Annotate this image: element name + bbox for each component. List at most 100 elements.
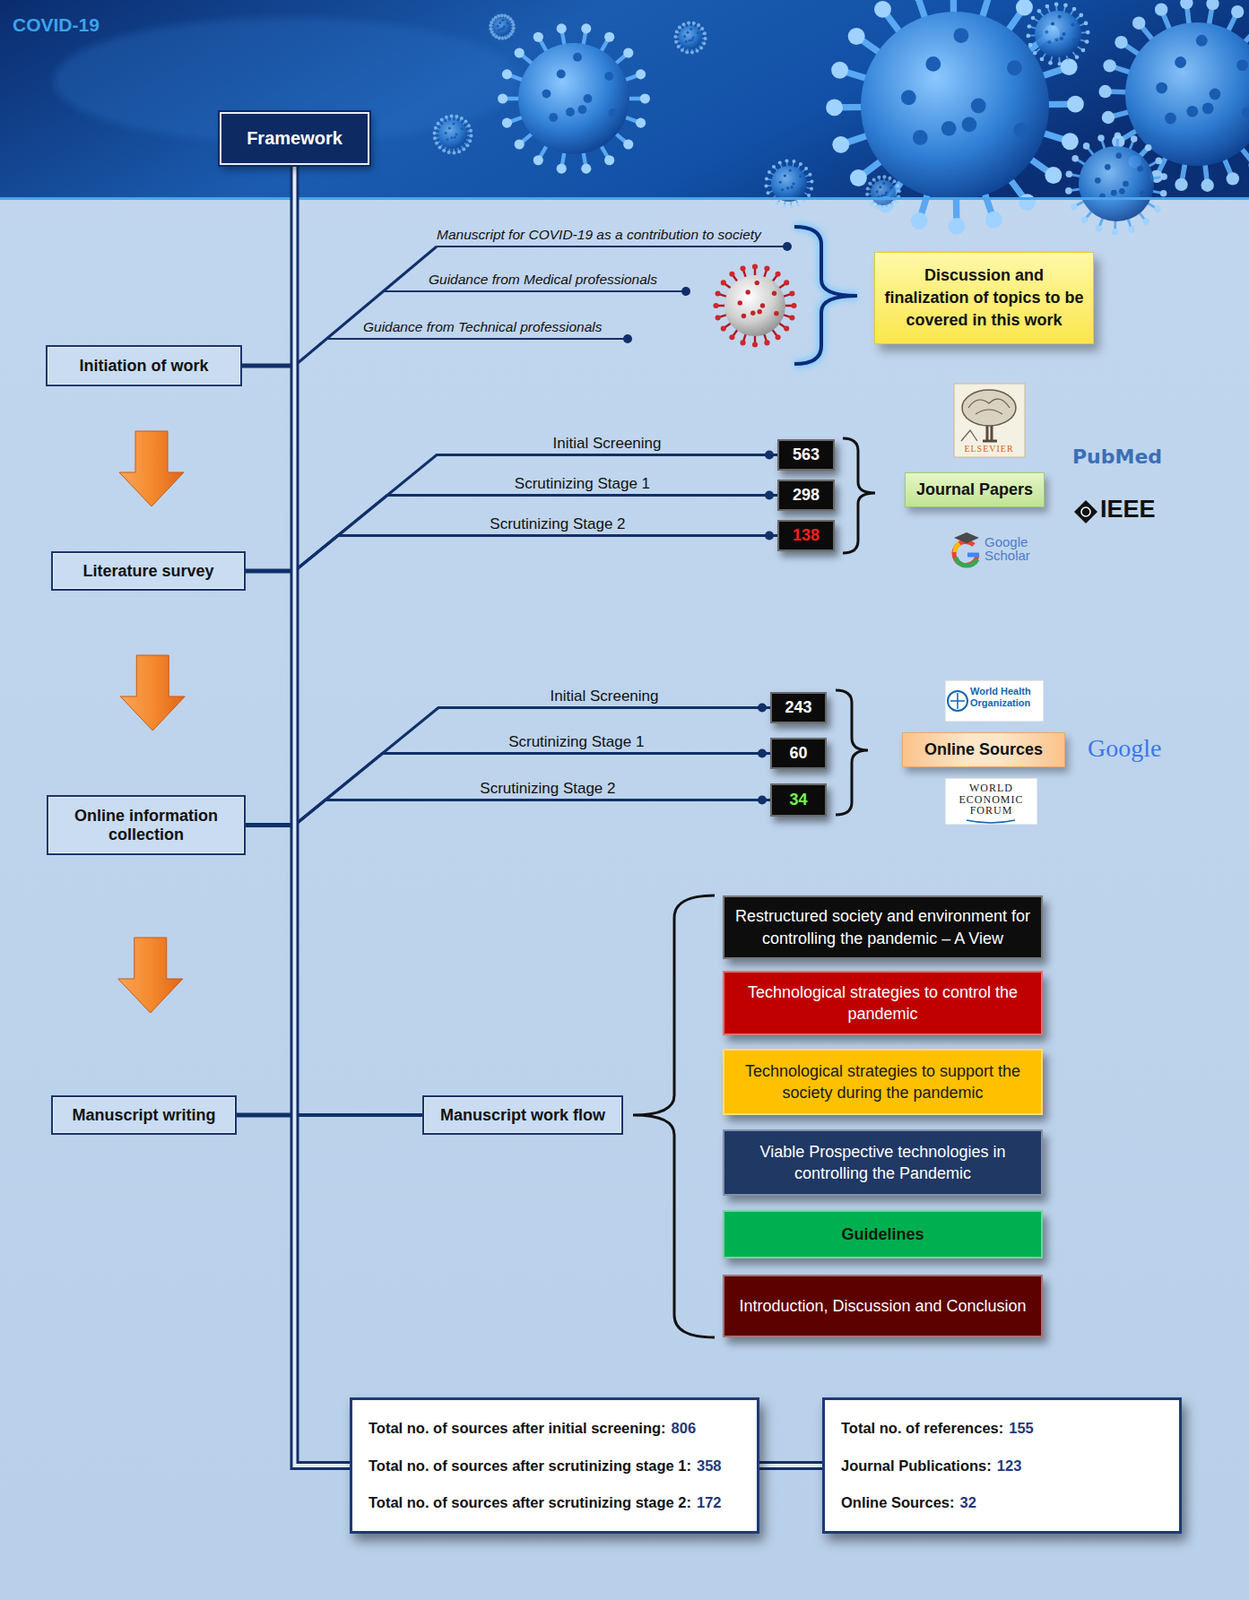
connector — [245, 703, 771, 826]
virus-spot — [446, 138, 450, 141]
virus-knob — [825, 98, 843, 116]
virus-knob — [623, 47, 634, 58]
virus-spot — [1070, 22, 1075, 27]
virus-knob — [897, 189, 902, 193]
virus-spot — [1236, 59, 1249, 71]
node-text: Technological strategies to support the … — [733, 1060, 1033, 1105]
virus-knob — [447, 150, 452, 155]
connector — [245, 491, 778, 573]
virus-knob — [752, 263, 758, 269]
virus-spot — [1054, 37, 1059, 42]
connector — [245, 531, 778, 573]
branch-dot — [757, 796, 767, 806]
virus-knob — [1066, 60, 1072, 65]
virus-body — [518, 43, 630, 155]
virus-knob — [556, 164, 567, 174]
virus-knob — [700, 26, 704, 31]
section-box: Technological strategies to control the … — [722, 971, 1043, 1036]
virus-knob — [1025, 34, 1031, 39]
virus-knob — [490, 30, 495, 35]
virus-spot — [453, 136, 457, 139]
virus-body — [771, 165, 807, 202]
virus-spot — [498, 21, 502, 25]
virus-knob — [783, 279, 790, 286]
edge-label: Initial Screening — [550, 687, 660, 706]
node-text: Initiation of work — [79, 356, 209, 376]
virus-knob — [685, 50, 689, 54]
virus-knob — [1226, 172, 1240, 185]
virus-body — [438, 120, 468, 149]
virus-knob — [1160, 190, 1168, 198]
connector — [245, 749, 771, 826]
virus-knob — [875, 205, 879, 209]
branch-note: Guidance from Technical professionals — [363, 319, 603, 336]
virus-spot — [881, 194, 885, 198]
virus-spot — [1044, 30, 1049, 35]
virus-figure — [488, 13, 515, 41]
virus-knob — [1066, 170, 1074, 178]
virus-knob — [715, 290, 721, 296]
connector — [245, 164, 295, 826]
virus-spot — [583, 94, 593, 104]
virus-knob — [1061, 132, 1079, 150]
virus-knob — [895, 183, 900, 188]
summary-label: Journal Publications: — [841, 1457, 992, 1475]
virus-knob — [872, 177, 877, 182]
virus-knob — [1065, 187, 1073, 195]
virus-knob — [907, 0, 925, 1]
virus-spot — [789, 185, 793, 189]
virus-spot — [1014, 122, 1030, 139]
virus-spot — [1110, 190, 1118, 197]
summary-row: Total no. of sources after scrutinizing … — [368, 1457, 722, 1475]
virus-body — [493, 17, 512, 36]
virus-knob — [728, 334, 735, 340]
virus-knob — [1153, 205, 1162, 213]
virus-knob — [433, 136, 437, 140]
virus-spot — [572, 52, 582, 62]
branch-line — [382, 290, 686, 293]
summary-label: Total no. of sources after scrutinizing … — [368, 1494, 692, 1512]
virus-knob — [894, 199, 899, 204]
virus-spot — [971, 98, 987, 114]
block-arrow — [118, 937, 183, 1014]
virus-spot — [771, 291, 777, 296]
virus-spot — [461, 137, 465, 140]
logo-text: World Health Organization — [970, 685, 1042, 709]
summary-number: 155 — [1008, 1420, 1034, 1438]
virus-knob — [1154, 157, 1163, 165]
virus-knob — [763, 266, 770, 272]
virus-knob — [1111, 228, 1119, 236]
virus-spot — [953, 27, 969, 44]
edge-label: Scrutinizing Stage 2 — [479, 780, 616, 798]
virus-spot — [783, 174, 787, 178]
virus-knob — [1143, 217, 1151, 226]
summary-number: 358 — [696, 1457, 722, 1475]
virus-knob — [503, 35, 508, 40]
branch-line — [245, 536, 778, 573]
virus-spot — [1104, 164, 1111, 171]
virus-spot — [1115, 152, 1122, 159]
virus-knob — [789, 314, 795, 321]
node-text: 34 — [789, 790, 807, 810]
virus-spot — [1186, 105, 1198, 118]
virus-spot — [779, 181, 782, 184]
virus-knob — [1160, 173, 1168, 181]
virus-knob — [866, 186, 870, 191]
virus-knob — [450, 114, 454, 119]
virus-spot — [455, 133, 459, 137]
virus-knob — [880, 207, 885, 211]
virus-knob — [720, 279, 727, 286]
virus-knob — [766, 190, 771, 195]
virus-knob — [695, 49, 700, 53]
virus-knob — [806, 193, 811, 198]
virus-knob — [690, 51, 694, 55]
branch-line — [245, 708, 771, 826]
virus-knob — [796, 202, 800, 207]
virus-figure — [712, 263, 797, 347]
virus-knob — [511, 23, 516, 27]
stage-box: Initiation of work — [45, 345, 243, 387]
connector — [294, 164, 351, 1466]
node-text: Introduction, Discussion and Conclusion — [738, 1295, 1026, 1318]
wef-logo — [945, 778, 1038, 825]
virus-knob — [1179, 0, 1193, 9]
